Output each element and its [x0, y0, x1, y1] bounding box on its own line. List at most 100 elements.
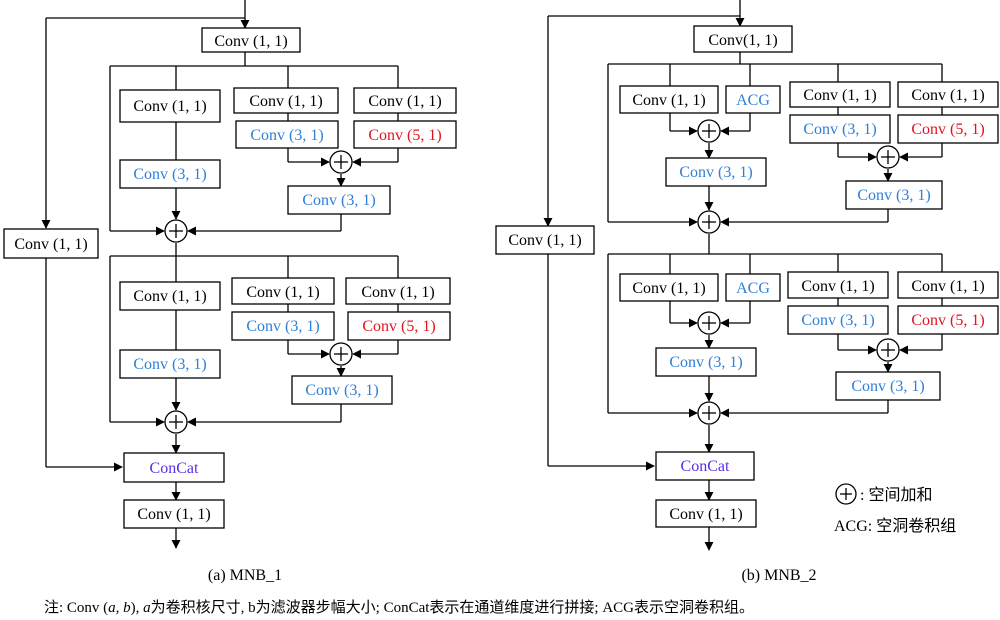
a-b1-conv31: Conv (3, 1) [119, 159, 221, 189]
b-e-conv51: Conv (5, 1) [897, 305, 999, 335]
a-merge-conv31: Conv (3, 1) [287, 185, 391, 215]
a-merge2-conv31: Conv (3, 1) [291, 375, 393, 405]
a-sum-node-small-2 [329, 342, 353, 366]
b-b3-conv51-label: Conv (5, 1) [911, 121, 984, 138]
a-sum-node-2 [164, 410, 188, 434]
b-d-conv31-label: Conv (3, 1) [801, 312, 874, 329]
a-b2-conv31: Conv (3, 1) [235, 120, 339, 149]
a-d-conv11: Conv (1, 1) [231, 277, 335, 305]
a-b2-conv31-label: Conv (3, 1) [250, 127, 323, 144]
caption-a: (a) MNB_1 [208, 567, 282, 584]
b-b3-conv11: Conv (1, 1) [897, 81, 999, 108]
b-conv-skip: Conv (1, 1) [495, 225, 595, 255]
b-b1-conv31: Conv (3, 1) [665, 157, 767, 187]
b-d-conv11: Conv (1, 1) [787, 271, 889, 299]
a-b3-conv11: Conv (1, 1) [353, 87, 457, 114]
b-merge2-conv31-label: Conv (3, 1) [851, 378, 924, 395]
legend-acg-text: ACG: 空洞卷积组 [834, 517, 956, 535]
b-conv-bottom-label: Conv (1, 1) [669, 506, 742, 523]
b-conv-bottom: Conv (1, 1) [655, 499, 757, 528]
footnote-var-b: b [123, 600, 131, 616]
b-b1-acg: ACG [725, 85, 781, 114]
a-b3-conv11-label: Conv (1, 1) [368, 93, 441, 110]
a-b2-conv11-label: Conv (1, 1) [249, 93, 322, 110]
b-b1-acg-label: ACG [736, 92, 770, 109]
a-d-conv31: Conv (3, 1) [231, 311, 335, 341]
a-e-conv51-label: Conv (5, 1) [362, 318, 435, 335]
a-merge-conv31-label: Conv (3, 1) [302, 192, 375, 209]
b-d-conv31: Conv (3, 1) [787, 305, 889, 335]
a-c-conv11: Conv (1, 1) [119, 281, 221, 311]
b-sum-node-small-2 [876, 338, 900, 362]
b-merge-conv31-label: Conv (3, 1) [857, 187, 930, 204]
footnote-var-a: a [108, 600, 116, 616]
b-b3-conv51: Conv (5, 1) [897, 114, 999, 144]
a-c-conv31-label: Conv (3, 1) [133, 356, 206, 373]
panel-a: Conv (1, 1) Conv (1, 1) Conv (1, 1) Conv… [3, 0, 457, 584]
legend-sum-text: : 空间加和 [860, 486, 932, 504]
b-sum-node-acg-2 [697, 311, 721, 335]
b-concat-label: ConCat [681, 458, 730, 475]
panel-b: Conv(1, 1) Conv (1, 1) Conv (1, 1) ACG C… [495, 0, 999, 584]
footnote-part-2: , [116, 600, 124, 616]
b-c-conv11: Conv (1, 1) [619, 273, 719, 302]
footnote-part-1: 注: Conv ( [44, 599, 108, 616]
a-sum-node-1 [164, 219, 188, 243]
a-c-conv31: Conv (3, 1) [119, 349, 221, 379]
a-b1-conv11-label: Conv (1, 1) [133, 98, 206, 115]
b-conv-skip-label: Conv (1, 1) [508, 232, 581, 249]
b-c-conv31-label: Conv (3, 1) [669, 354, 742, 371]
b-c-acg-label: ACG [736, 280, 770, 297]
b-b3-conv11-label: Conv (1, 1) [911, 87, 984, 104]
a-conv-bottom: Conv (1, 1) [123, 499, 225, 529]
a-concat: ConCat [123, 452, 225, 483]
b-conv-top-label: Conv(1, 1) [708, 32, 777, 49]
b-b1-conv11: Conv (1, 1) [619, 85, 719, 114]
a-c-conv11-label: Conv (1, 1) [133, 288, 206, 305]
a-merge2-conv31-label: Conv (3, 1) [305, 382, 378, 399]
legend-sum-icon [835, 483, 857, 505]
b-e-conv51-label: Conv (5, 1) [911, 312, 984, 329]
a-b3-conv51: Conv (5, 1) [353, 120, 457, 149]
a-conv-top: Conv (1, 1) [201, 27, 301, 53]
a-d-conv11-label: Conv (1, 1) [246, 284, 319, 301]
b-c-conv31: Conv (3, 1) [655, 347, 757, 377]
footnote: 注: Conv (a, b), a为卷积核尺寸, b为滤波器步幅大小; ConC… [44, 599, 754, 616]
legend: : 空间加和 ACG: 空洞卷积组 [834, 483, 956, 535]
b-b1-conv31-label: Conv (3, 1) [679, 164, 752, 181]
b-merge-conv31: Conv (3, 1) [845, 180, 943, 210]
b-sum-node-2 [697, 401, 721, 425]
a-b1-conv31-label: Conv (3, 1) [133, 166, 206, 183]
b-e-conv11-label: Conv (1, 1) [911, 278, 984, 295]
b-conv-top: Conv(1, 1) [693, 25, 793, 53]
a-e-conv51: Conv (5, 1) [347, 311, 451, 341]
b-b2-conv31: Conv (3, 1) [789, 114, 891, 144]
a-conv-skip-label: Conv (1, 1) [14, 236, 87, 253]
footnote-part-4: 为卷积核尺寸, b为滤波器步幅大小; ConCat表示在通道维度进行拼接; AC… [151, 599, 754, 616]
b-e-conv11: Conv (1, 1) [897, 271, 999, 299]
b-merge2-conv31: Conv (3, 1) [835, 371, 941, 401]
footnote-var-a2: a [143, 600, 151, 616]
a-conv-top-label: Conv (1, 1) [214, 33, 287, 50]
a-e-conv11: Conv (1, 1) [345, 277, 451, 305]
a-b3-conv51-label: Conv (5, 1) [368, 127, 441, 144]
b-c-acg: ACG [725, 273, 781, 302]
a-sum-node-small-1 [329, 150, 353, 174]
b-c-conv11-label: Conv (1, 1) [632, 280, 705, 297]
b-d-conv11-label: Conv (1, 1) [801, 278, 874, 295]
b-sum-node-1 [697, 210, 721, 234]
a-b2-conv11: Conv (1, 1) [233, 87, 339, 114]
b-concat: ConCat [655, 451, 755, 481]
a-e-conv11-label: Conv (1, 1) [361, 284, 434, 301]
a-concat-label: ConCat [150, 460, 199, 477]
a-d-conv31-label: Conv (3, 1) [246, 318, 319, 335]
b-sum-node-small-1 [876, 145, 900, 169]
caption-b: (b) MNB_2 [741, 567, 816, 584]
b-b1-conv11-label: Conv (1, 1) [632, 92, 705, 109]
footnote-part-3: ), [131, 600, 144, 616]
a-conv-skip: Conv (1, 1) [3, 228, 99, 259]
a-conv-bottom-label: Conv (1, 1) [137, 506, 210, 523]
b-b2-conv11-label: Conv (1, 1) [803, 87, 876, 104]
